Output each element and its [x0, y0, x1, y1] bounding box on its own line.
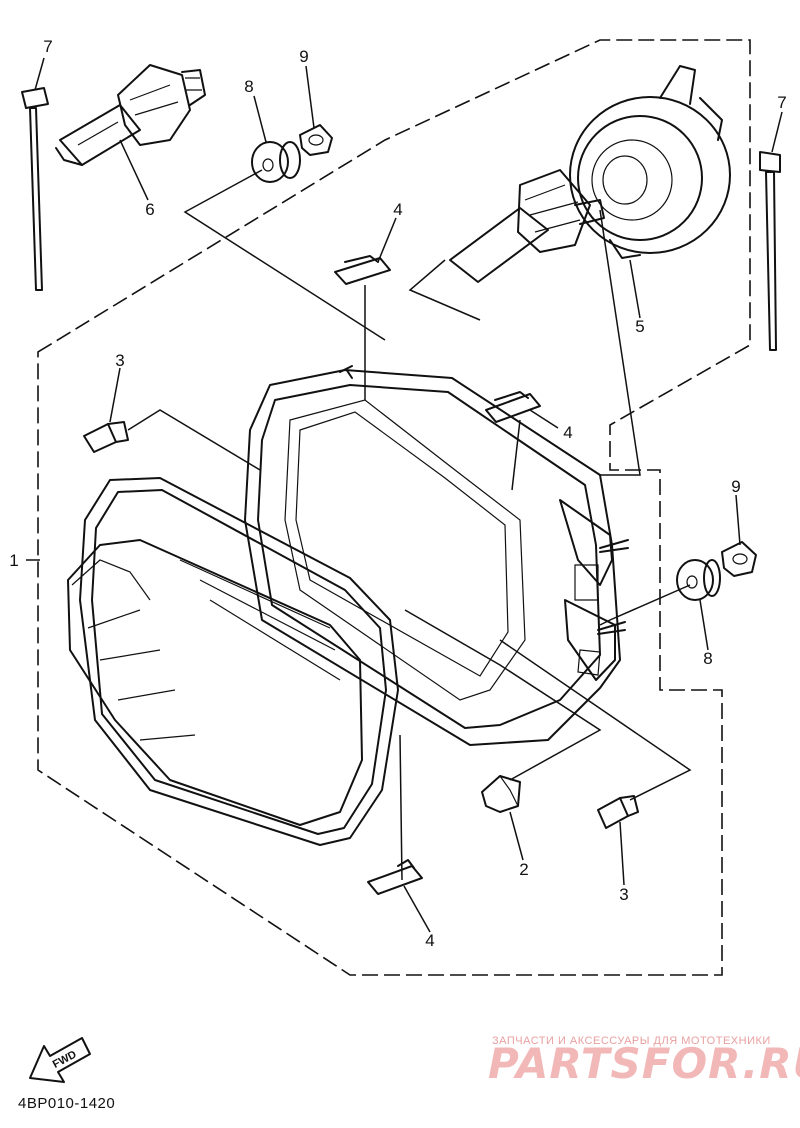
callout-9-top: 9	[299, 47, 308, 66]
callout-8-right: 8	[703, 649, 712, 668]
position-bulb-left	[83, 421, 129, 453]
assembly-lines	[127, 169, 692, 881]
callout-7-right: 7	[777, 93, 786, 112]
callout-8-top: 8	[244, 77, 253, 96]
clip-mid	[485, 391, 541, 423]
grommet-right	[676, 559, 721, 601]
callout-leaders	[26, 57, 783, 933]
position-socket	[481, 775, 521, 813]
diagram-code: 4BP010-1420	[18, 1095, 115, 1112]
headlight-unit	[67, 365, 629, 846]
watermark-logo: PARTSFOR.RU	[488, 1039, 800, 1088]
callout-1: 1	[9, 551, 18, 570]
clip-bottom	[367, 859, 423, 895]
callout-4-top: 4	[393, 200, 402, 219]
callout-4-bottom: 4	[425, 931, 434, 950]
callout-9-right: 9	[731, 477, 740, 496]
callout-2: 2	[519, 860, 528, 879]
clip-top	[334, 255, 391, 285]
callout-3-left: 3	[115, 351, 124, 370]
collar-right	[721, 541, 757, 577]
position-bulb-right	[597, 795, 639, 829]
callout-5: 5	[635, 317, 644, 336]
callout-4-mid: 4	[563, 423, 572, 442]
grommet-top	[251, 141, 301, 183]
callout-3-right: 3	[619, 885, 628, 904]
bulb-socket-cover	[449, 65, 731, 283]
collar-top	[299, 124, 333, 156]
callout-6: 6	[145, 200, 154, 219]
assembly-boundary	[37, 39, 751, 976]
callout-7-left: 7	[43, 37, 52, 56]
cable-tie-left	[21, 87, 49, 291]
watermark-tagline: ЗАПЧАСТИ И АКСЕССУАРЫ ДЛЯ МОТОТЕХНИКИ	[492, 1035, 771, 1047]
fwd-arrow-icon: FWD	[29, 1037, 91, 1083]
bulb	[55, 64, 206, 166]
cable-tie-right	[759, 151, 781, 351]
